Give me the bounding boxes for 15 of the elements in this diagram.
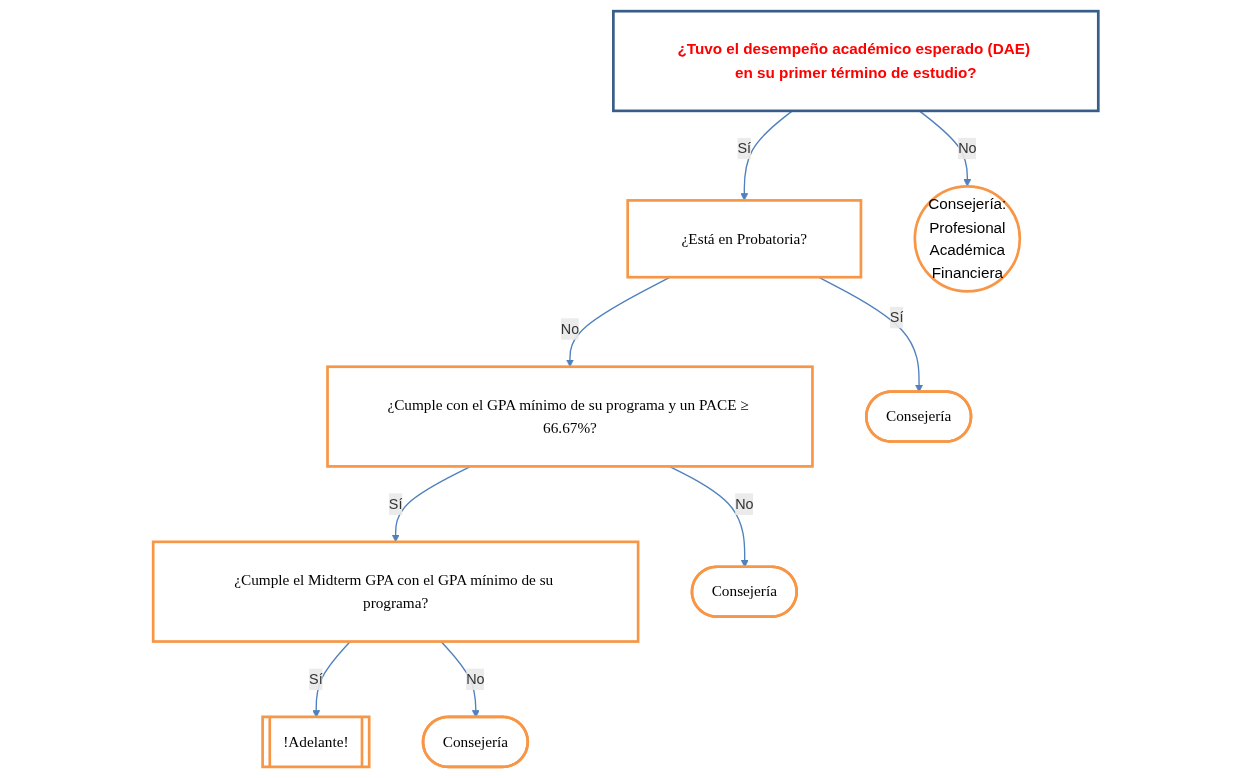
edge-label: Sí <box>737 140 751 156</box>
edge-label: No <box>465 671 485 687</box>
edge-label: No <box>734 496 754 512</box>
edge-label: Sí <box>889 309 904 325</box>
edge-label: No <box>957 140 977 156</box>
arrow <box>918 110 972 187</box>
node-box: ¿Tuvo el desempeño académico esperado (DAE) en su primer término de estudio? <box>611 9 1100 113</box>
node-box: ¿Cumple con el GPA mínimo de su programa y un PACE ≥ 66.67%? <box>325 365 814 468</box>
edge-label: Sí <box>308 671 323 687</box>
node-circle: Consejería: Profesional Académica Financiera <box>913 184 1021 293</box>
edge-label: Sí <box>388 496 403 512</box>
node-box: ¿Está en Probatoria? <box>626 199 863 279</box>
node-box: ¿Cumple el Midterm GPA con el GPA mínimo de su programa? <box>151 540 640 643</box>
arrow <box>740 110 793 201</box>
edge-label: No <box>560 320 579 337</box>
